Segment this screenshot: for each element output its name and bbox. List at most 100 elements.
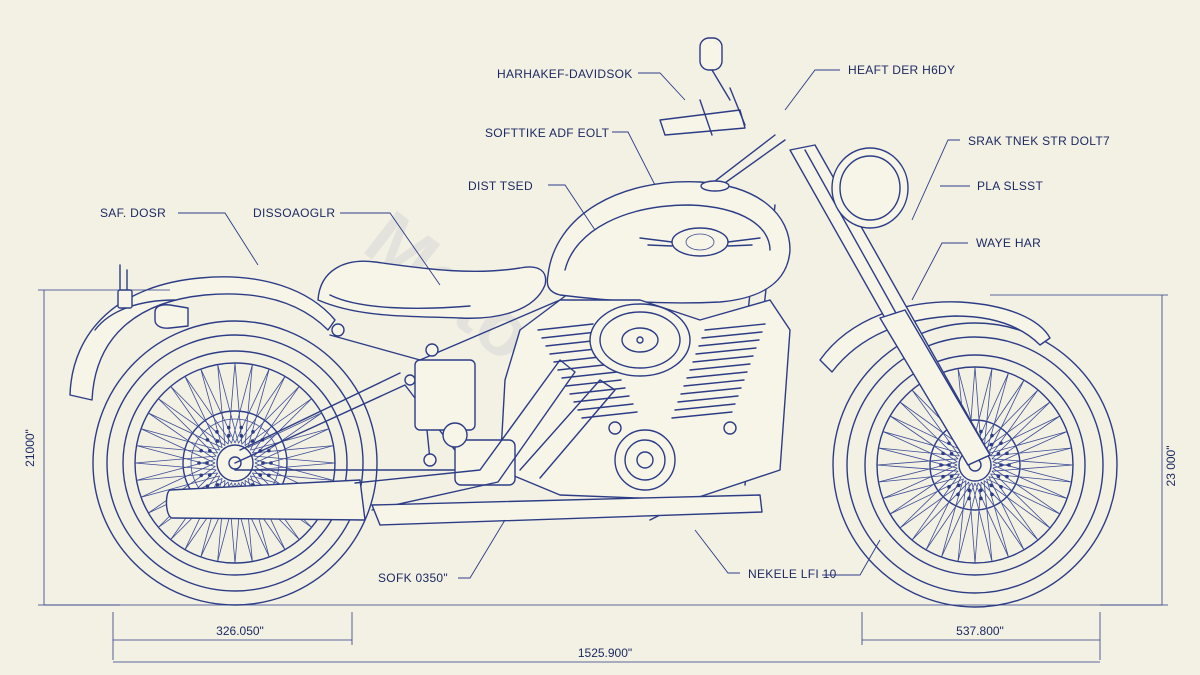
wheel-spoke <box>992 431 1068 466</box>
brake-disc-hole <box>215 439 220 443</box>
cylinder-fin <box>686 371 748 379</box>
wheel-spoke <box>991 401 1051 460</box>
wheel-spoke <box>988 379 1025 454</box>
brake-disc-hole <box>215 430 219 434</box>
brake-disc-hole <box>979 496 983 501</box>
wheel-spoke <box>253 455 336 464</box>
brake-disc-hole <box>941 474 945 479</box>
brake-disc-hole <box>979 429 983 434</box>
label-sofk: SOFK 0350" <box>378 571 448 585</box>
brake-disc-hole <box>199 473 203 478</box>
cylinder-fin <box>541 331 598 339</box>
dim-left-height: 21000" <box>23 429 37 467</box>
brake-disc-hole <box>999 463 1003 467</box>
brake-disc-hole <box>990 492 994 497</box>
wheel-spoke <box>158 398 217 457</box>
label-dist: DIST TSED <box>468 179 533 193</box>
wheel-spoke <box>200 368 223 448</box>
cylinder-fin <box>565 379 622 387</box>
wheel-spoke <box>911 481 970 541</box>
label-saf: SAF. DOSR <box>100 206 166 220</box>
wheel-spoke <box>971 482 993 562</box>
wheel-spoke <box>878 447 958 469</box>
brake-disc-hole <box>947 441 951 445</box>
brake-disc-hole <box>990 433 994 438</box>
wheel-spoke <box>983 401 1051 450</box>
wheel-spoke <box>911 473 960 541</box>
brake-disc-hole <box>967 488 972 493</box>
brake-disc-hole <box>947 463 951 467</box>
wheel-spoke <box>899 401 959 460</box>
wheel-spoke <box>140 428 216 464</box>
cylinder-fin <box>701 331 763 339</box>
brake-disc-hole <box>941 451 945 456</box>
brake-disc-hole <box>226 425 231 430</box>
cylinder-fin <box>683 379 745 387</box>
wheel-spoke <box>983 368 993 450</box>
wheel-spoke <box>148 412 216 460</box>
wheel-spoke <box>990 473 1072 483</box>
wheel-spoke <box>899 480 967 529</box>
brake-disc-hole <box>239 433 244 438</box>
cylinder-fin <box>704 323 766 331</box>
cylinder-fin <box>577 403 634 411</box>
dim-front-wheel: 537.800" <box>956 624 1004 638</box>
wheel-spoke <box>983 480 1051 529</box>
brake-disc-hole <box>197 461 201 465</box>
wheel-spoke <box>889 415 964 452</box>
wheel-spoke <box>957 480 967 562</box>
cylinder-fin <box>537 323 594 331</box>
wheel-spoke <box>986 478 1061 515</box>
wheel-spoke <box>968 481 976 564</box>
wheel-spoke <box>991 458 1074 466</box>
brake-disc-hole <box>1005 451 1009 456</box>
wheel-spoke <box>988 431 1068 454</box>
wheel-spoke <box>911 389 960 457</box>
front-wheel <box>832 322 1118 608</box>
wheel-spoke <box>241 386 300 445</box>
dim-right-height: 23 000" <box>1164 446 1178 487</box>
brake-disc-hole <box>258 473 263 477</box>
wheel-spoke <box>882 431 958 466</box>
wheel-spoke <box>231 364 253 444</box>
wheel-spoke <box>136 472 218 481</box>
brake-disc-hole <box>956 492 960 497</box>
label-nekele: NEKELE LFI 10 <box>748 567 837 581</box>
wheel-spoke <box>184 376 221 451</box>
brake-disc-hole <box>967 496 971 501</box>
wheel-spoke <box>991 470 1051 529</box>
wheel-spoke <box>974 482 1009 558</box>
wheel-spoke <box>878 461 958 483</box>
brake-disc-hole <box>267 448 271 453</box>
wheel-spoke <box>986 372 1009 452</box>
wheel-spoke <box>925 476 962 551</box>
brake-disc-hole <box>239 425 244 430</box>
wheel-spoke <box>977 482 1025 551</box>
wheel-spoke <box>992 415 1061 463</box>
wheel-spoke <box>170 386 218 454</box>
wheel-spoke <box>974 481 982 564</box>
brake-disc-hole <box>999 485 1003 489</box>
brake-disc-hole <box>207 449 212 453</box>
label-srak: SRAK TNEK STR DOLT7 <box>968 134 1110 148</box>
brake-disc-hole <box>978 488 983 493</box>
wheel-spoke <box>140 475 220 498</box>
label-softtike: SOFTTIKE ADF EOLT <box>485 126 610 140</box>
cylinder-fin <box>677 395 739 403</box>
brake-disc-hole <box>939 463 943 467</box>
brake-disc-hole <box>949 451 954 456</box>
brake-disc-hole <box>989 483 994 488</box>
cylinder-fin <box>573 395 630 403</box>
wheel-spoke <box>941 478 964 558</box>
brake-disc-hole <box>267 473 271 478</box>
brake-disc-hole <box>1007 463 1011 467</box>
label-pla: PLA SLSST <box>977 179 1043 193</box>
wheel-spoke <box>925 482 973 551</box>
brake-disc-hole <box>999 441 1003 445</box>
wheel-spoke <box>878 473 960 483</box>
wheel-spoke <box>252 445 334 454</box>
seat <box>317 260 547 319</box>
brake-disc-hole <box>989 442 994 447</box>
cylinder-fin <box>689 363 751 371</box>
